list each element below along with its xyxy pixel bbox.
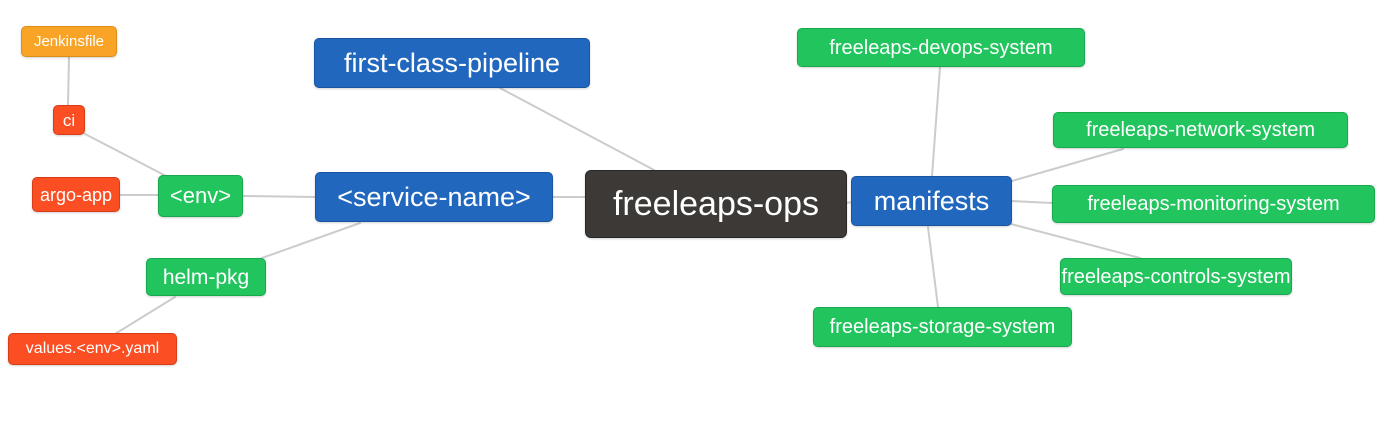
node-manifests[interactable]: manifests: [851, 176, 1012, 226]
edge-helm-pkg-values: [114, 296, 176, 335]
edge-pipeline-freeleaps-ops: [499, 87, 655, 171]
node-label: helm-pkg: [162, 265, 250, 289]
edge-env-service-name: [242, 195, 316, 198]
node-label: freeleaps-devops-system: [829, 36, 1053, 59]
node-label: values.<env>.yaml: [25, 340, 160, 357]
node-freeleaps-monitoring-system[interactable]: freeleaps-monitoring-system: [1052, 185, 1375, 223]
node-first-class-pipeline[interactable]: first-class-pipeline: [314, 38, 590, 88]
node-label: freeleaps-ops: [612, 185, 819, 223]
node-label: manifests: [873, 185, 990, 216]
edge-manifests-network: [1011, 148, 1124, 182]
edge-jenkinsfile-ci: [67, 56, 70, 106]
node-label: freeleaps-monitoring-system: [1087, 193, 1340, 215]
node-label: ci: [62, 110, 76, 130]
node-argo-app[interactable]: argo-app: [32, 177, 120, 212]
node-freeleaps-ops[interactable]: freeleaps-ops: [585, 170, 847, 238]
node-label: <service-name>: [337, 181, 531, 212]
node-freeleaps-devops-system[interactable]: freeleaps-devops-system: [797, 28, 1085, 67]
node-values-env-yaml[interactable]: values.<env>.yaml: [8, 333, 177, 365]
node-label: freeleaps-controls-system: [1061, 265, 1291, 288]
node-label: <env>: [169, 183, 232, 208]
node-freeleaps-controls-system[interactable]: freeleaps-controls-system: [1060, 258, 1292, 295]
node-label: freeleaps-storage-system: [829, 316, 1056, 338]
node-label: first-class-pipeline: [343, 47, 561, 78]
node-label: Jenkinsfile: [33, 33, 105, 50]
edge-ci-env: [84, 133, 167, 177]
node-service-name[interactable]: <service-name>: [315, 172, 553, 222]
edge-manifests-storage: [927, 226, 939, 308]
node-label: argo-app: [39, 184, 113, 205]
node-jenkinsfile[interactable]: Jenkinsfile: [21, 26, 117, 57]
edge-service-name-helm-pkg: [261, 222, 361, 259]
edge-manifests-monitoring: [1011, 200, 1053, 204]
node-label: freeleaps-network-system: [1086, 119, 1315, 141]
edge-manifests-controls: [1010, 223, 1141, 259]
node-freeleaps-storage-system[interactable]: freeleaps-storage-system: [813, 307, 1072, 347]
node-freeleaps-network-system[interactable]: freeleaps-network-system: [1053, 112, 1348, 148]
node-env[interactable]: <env>: [158, 175, 243, 217]
node-helm-pkg[interactable]: helm-pkg: [146, 258, 266, 296]
node-ci[interactable]: ci: [53, 105, 85, 135]
edge-manifests-devops: [931, 66, 941, 177]
